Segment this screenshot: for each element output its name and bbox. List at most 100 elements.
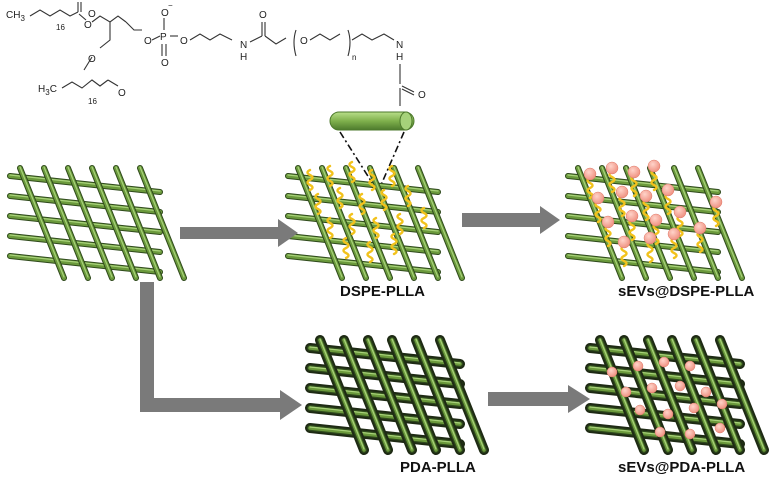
dspe-molecule bbox=[390, 232, 398, 256]
phosphate-bond-1 bbox=[151, 35, 161, 41]
dspe-molecule bbox=[326, 164, 334, 188]
dspe-molecule bbox=[372, 216, 380, 240]
fiber-highlight bbox=[439, 338, 485, 450]
fiber bbox=[308, 346, 462, 366]
sevs-pda-plla-mesh bbox=[585, 335, 769, 455]
dspe-molecule bbox=[646, 240, 654, 264]
upper-chain-bonds bbox=[29, 9, 79, 17]
dspe-peg-structure: CH3 16 O O O H3C 16 O O P O − O O N H bbox=[6, 1, 426, 106]
fiber-highlight bbox=[287, 214, 439, 232]
dspe-molecule bbox=[586, 176, 594, 200]
peg-repeat-bonds bbox=[309, 33, 341, 41]
fiber bbox=[8, 234, 162, 254]
sev-particle bbox=[714, 422, 726, 434]
fiber-highlight bbox=[297, 166, 343, 278]
fiber-highlight bbox=[345, 166, 391, 278]
sevs-dspe-plla-mesh bbox=[565, 159, 745, 281]
dspe-molecule bbox=[348, 160, 356, 184]
fiber-highlight bbox=[9, 214, 161, 232]
dspe-molecule bbox=[618, 194, 626, 218]
sev-particle bbox=[673, 205, 687, 219]
dspe-molecule bbox=[712, 204, 720, 228]
dspe-molecule bbox=[326, 216, 334, 240]
fiber-highlight bbox=[139, 166, 185, 278]
arrow-pda-to-sevs bbox=[488, 385, 590, 413]
ester-bond-1 bbox=[78, 13, 87, 21]
terminal-n: N bbox=[396, 40, 403, 51]
dspe-molecule bbox=[696, 230, 704, 254]
sev-particle bbox=[700, 386, 712, 398]
sev-particle bbox=[625, 209, 639, 223]
sev-particle bbox=[716, 398, 728, 410]
sev-particle bbox=[643, 231, 657, 245]
phosphate-link bbox=[125, 21, 142, 31]
dspe-molecule bbox=[342, 236, 350, 260]
label-pda-plla: PDA-PLLA bbox=[400, 459, 476, 476]
dspe-molecule bbox=[620, 244, 628, 268]
phosphate-charge: − bbox=[168, 1, 173, 10]
fiber-highlight bbox=[115, 166, 161, 278]
sev-particle bbox=[627, 165, 641, 179]
repeat-16-lower: 16 bbox=[88, 97, 97, 106]
sev-particle bbox=[667, 227, 681, 241]
sev-particle bbox=[601, 215, 615, 229]
terminal-h: H bbox=[396, 52, 403, 63]
plla-rod bbox=[329, 111, 415, 131]
sev-particle bbox=[646, 382, 658, 394]
phosphate-o-1: O bbox=[144, 36, 152, 47]
sev-particle bbox=[620, 386, 632, 398]
dspe-molecule bbox=[314, 192, 322, 216]
fiber bbox=[286, 234, 440, 254]
arrow-plla-to-dspe bbox=[180, 219, 298, 247]
dspe-plla-mesh bbox=[285, 160, 465, 281]
glycerol-o-top: O bbox=[88, 9, 96, 20]
amide-h: H bbox=[240, 52, 247, 63]
dspe-molecule bbox=[604, 224, 612, 248]
phosphorus-atom: P bbox=[160, 32, 167, 43]
dspe-molecule bbox=[404, 184, 412, 208]
fiber bbox=[286, 214, 440, 234]
dspe-molecule bbox=[664, 192, 672, 216]
fiber bbox=[566, 234, 720, 254]
dspe-molecule bbox=[380, 188, 388, 212]
fiber-highlight bbox=[287, 234, 439, 252]
fiber-highlight bbox=[647, 338, 693, 450]
fiber-highlight bbox=[319, 338, 365, 450]
dspe-molecule bbox=[608, 170, 616, 194]
phosphate-o-double: O bbox=[161, 58, 169, 69]
sev-particle bbox=[606, 366, 618, 378]
fiber-highlight bbox=[369, 166, 415, 278]
phosphate-o-minus: O bbox=[161, 8, 169, 19]
peg-bracket-right bbox=[347, 29, 351, 57]
sev-particle bbox=[605, 161, 619, 175]
fiber-highlight bbox=[697, 166, 743, 278]
dspe-molecule bbox=[630, 174, 638, 198]
fiber-highlight bbox=[91, 166, 137, 278]
dspe-molecule bbox=[306, 168, 314, 192]
dspe-molecule bbox=[670, 236, 678, 260]
fiber-highlight bbox=[567, 214, 719, 232]
fiber-highlight bbox=[9, 174, 161, 192]
fiber-highlight bbox=[393, 166, 439, 278]
dspe-molecule bbox=[358, 192, 366, 216]
peg-o: O bbox=[300, 36, 308, 47]
sev-particle bbox=[684, 360, 696, 372]
fiber-highlight bbox=[309, 346, 461, 364]
amide-n: N bbox=[240, 40, 247, 51]
sev-particle bbox=[658, 356, 670, 368]
peg-end bbox=[351, 33, 395, 41]
amide-bond bbox=[249, 35, 263, 43]
dspe-molecule bbox=[652, 222, 660, 246]
sev-particle bbox=[688, 402, 700, 414]
fiber-highlight bbox=[19, 166, 65, 278]
arrow-plla-to-pda bbox=[140, 282, 302, 420]
fiber-highlight bbox=[417, 166, 463, 278]
fiber-highlight bbox=[343, 338, 389, 450]
fiber-highlight bbox=[43, 166, 89, 278]
fiber-highlight bbox=[367, 338, 413, 450]
dspe-molecule bbox=[594, 200, 602, 224]
fiber-highlight bbox=[673, 166, 719, 278]
lower-carbonyl-o: O bbox=[118, 88, 126, 99]
arrow-dspe-to-sevs bbox=[462, 206, 560, 234]
